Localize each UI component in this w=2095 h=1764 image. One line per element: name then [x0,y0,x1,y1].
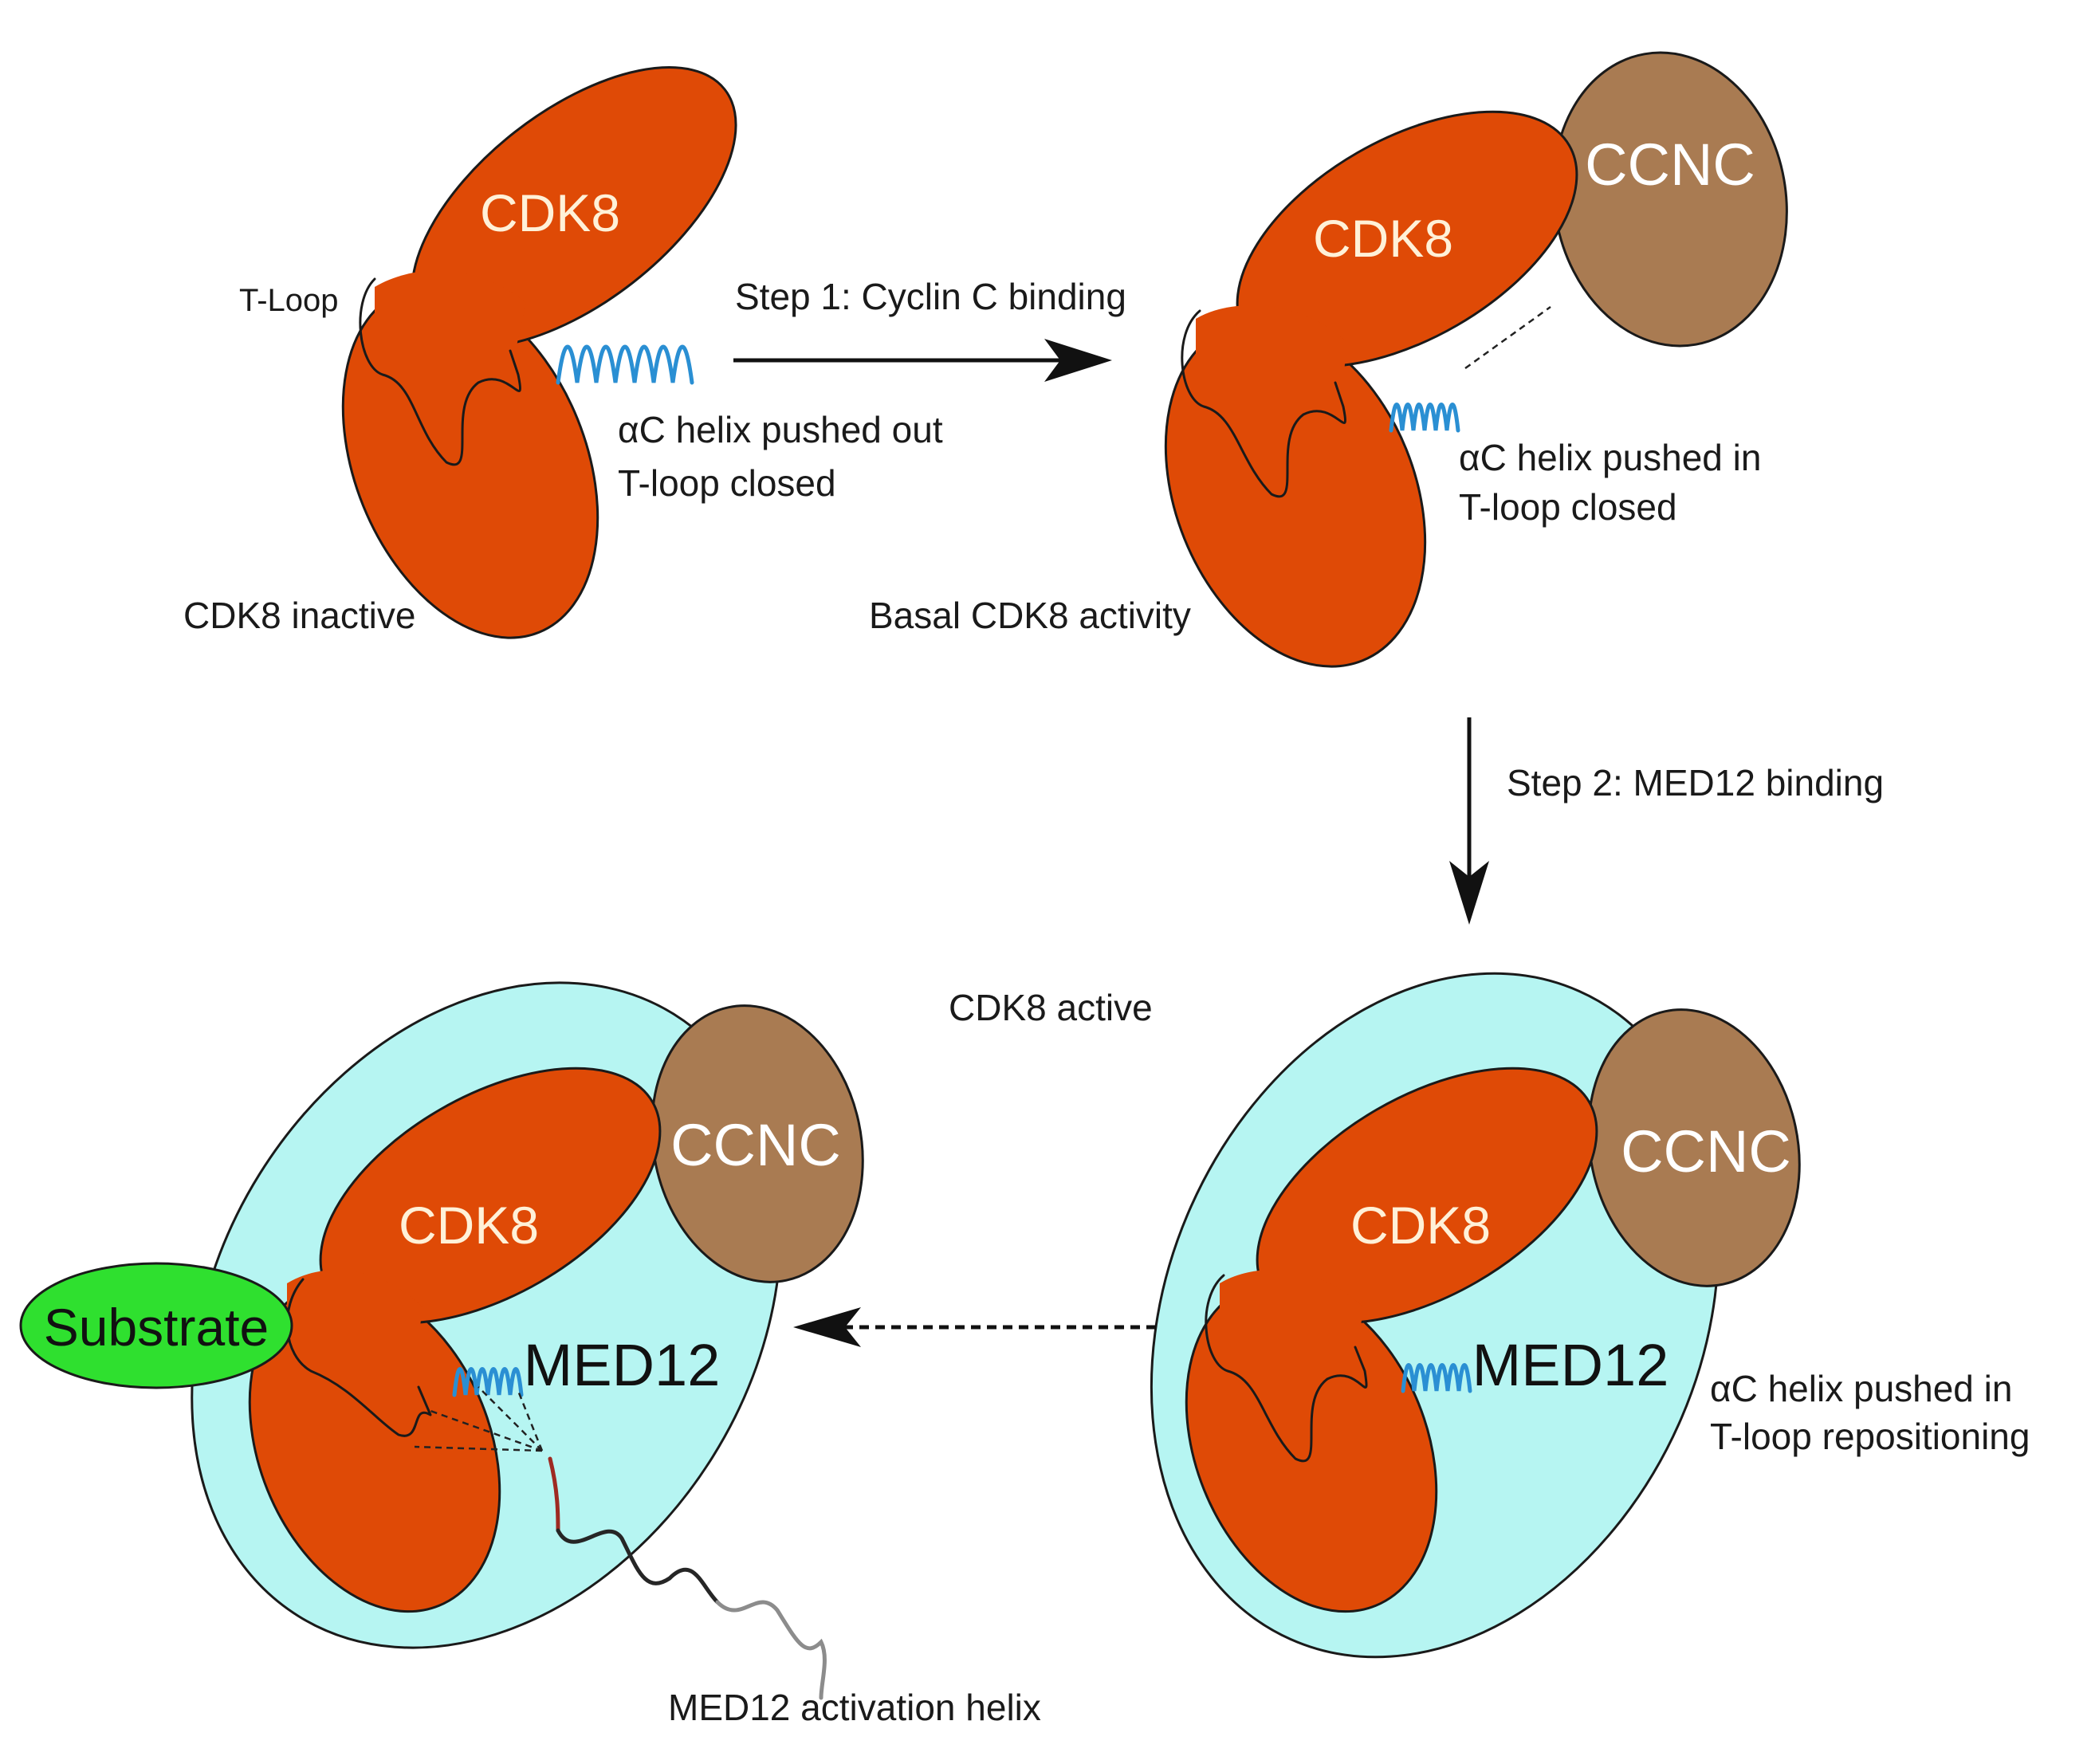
helix-state-line1: αC helix pushed out [618,409,943,450]
t-loop-path [1181,309,1347,498]
med12-activation-helix-red [548,1456,560,1533]
substrate-body [19,1262,293,1389]
panel-med12-bound: CDK8 CCNC MED12 αC helix pushed in T-loo… [1150,972,2030,1659]
state-label: Basal CDK8 activity [869,595,1191,636]
med12-activation-helix-grey [715,1600,827,1700]
helix-state-line1: αC helix pushed in [1710,1368,2012,1409]
cdk8-label: CDK8 [1350,1196,1491,1255]
med12-label: MED12 [524,1332,721,1398]
helix-state-line2: T-loop closed [1459,486,1677,528]
cdk8-label: CDK8 [480,183,620,242]
panel-inactive: CDK8 T-Loop αC helix pushed out T-loop c… [183,66,943,639]
med12-body [1150,972,1720,1659]
ccnc-body [651,1004,864,1283]
ccnc-label: CCNC [1585,132,1755,198]
alpha-c-helix-out [556,344,694,385]
state-label: CDK8 active [949,987,1153,1028]
step2-label: Step 2: MED12 binding [1507,762,1884,803]
cdk8-label: CDK8 [1313,209,1453,268]
cdk8-label: CDK8 [399,1196,539,1255]
contact-dashed-lines [414,1386,544,1452]
med12-activation-helix [556,1528,720,1605]
helix-state-line2: T-loop closed [618,462,836,504]
alpha-c-helix-in [1389,403,1460,433]
ccnc-label: CCNC [1621,1118,1791,1185]
helix-state-line2: T-loop repositioning [1710,1416,2030,1457]
substrate-label: Substrate [44,1298,269,1357]
cdk8-inactive-body [341,66,737,639]
step1-arrow: Step 1: Cyclin C binding [733,276,1126,382]
ccnc-label: CCNC [670,1112,841,1178]
alpha-c-helix-in [452,1367,524,1397]
contact-dashed-line [1464,305,1551,370]
step1-label: Step 1: Cyclin C binding [735,276,1126,317]
transition-dashed-arrow [793,1307,1156,1347]
panel-active: CDK8 CCNC MED12 Substrate CDK8 active ME… [19,981,1153,1728]
t-loop-path [1205,1274,1368,1463]
t-loop-path [359,277,522,466]
med12-label: MED12 [1472,1332,1669,1398]
panel-basal: CDK8 CCNC αC helix pushed in T-loop clos… [869,51,1788,668]
ccnc-body [1587,1008,1801,1287]
step2-arrow: Step 2: MED12 binding [1449,717,1884,925]
t-loop-label: T-Loop [239,283,339,318]
alpha-c-helix-in [1401,1363,1472,1393]
state-label: CDK8 inactive [183,595,415,636]
activation-helix-label: MED12 activation helix [668,1687,1041,1728]
helix-state-line1: αC helix pushed in [1459,437,1761,478]
